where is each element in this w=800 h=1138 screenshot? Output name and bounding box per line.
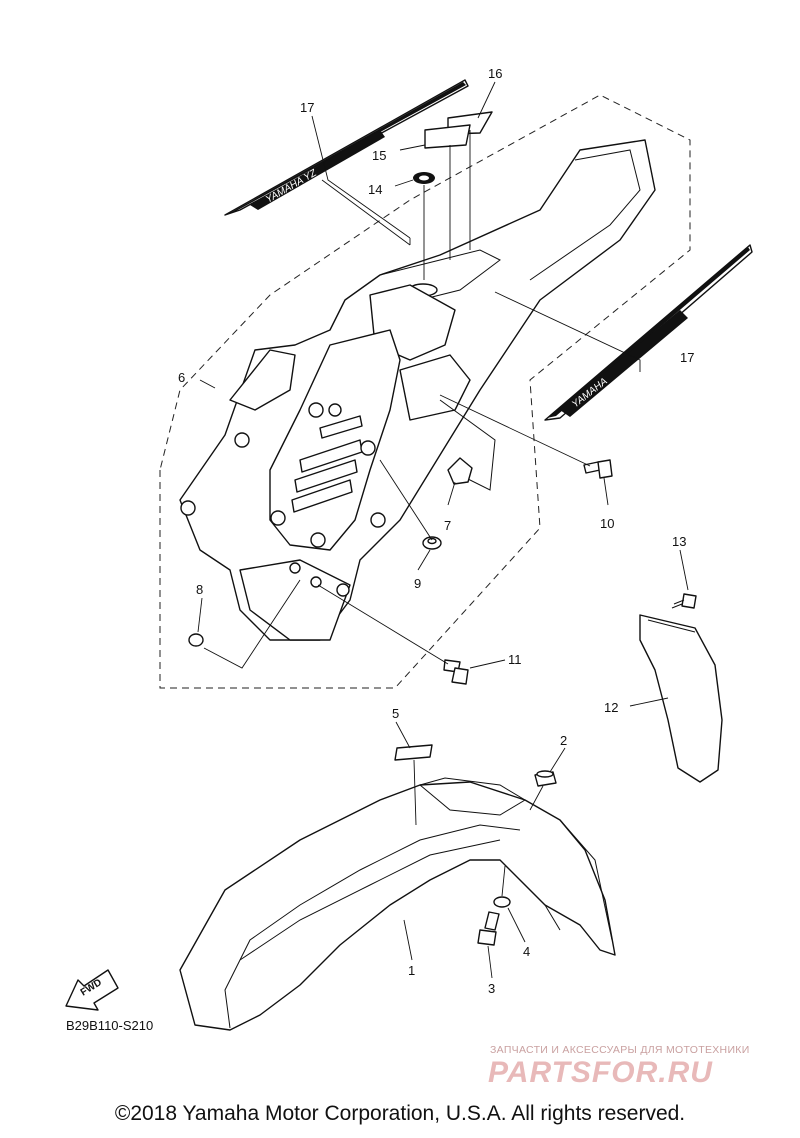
callout-labels: 1 2 3 4 5 6 7 8 9 10 11 12 13 14 15 16 1…: [178, 66, 694, 996]
front-fender: [179, 777, 616, 1031]
leader-lines: [197, 81, 689, 979]
callout-13: 13: [672, 534, 686, 549]
callout-5: 5: [392, 706, 399, 721]
collar-2: [534, 770, 557, 787]
callout-12: 12: [604, 700, 618, 715]
grommet-9: [422, 536, 442, 550]
callout-15: 15: [372, 148, 386, 163]
mud-flap-12: [639, 614, 723, 783]
bolt-10: [583, 459, 613, 479]
callout-14: 14: [368, 182, 382, 197]
copyright-notice: ©2018 Yamaha Motor Corporation, U.S.A. A…: [114, 1102, 686, 1125]
nut-7: [447, 457, 473, 485]
diagram-code: B29B110-S210: [66, 1018, 154, 1033]
callout-17-left: 17: [300, 100, 314, 115]
svg-text:YAMAHA YZ: YAMAHA YZ: [264, 167, 319, 205]
callout-16: 16: [488, 66, 502, 81]
bracket-plate: [439, 399, 496, 491]
callout-7: 7: [444, 518, 451, 533]
decal-5: [394, 744, 433, 761]
bolt-3: [477, 911, 500, 946]
callout-10: 10: [600, 516, 614, 531]
callout-4: 4: [523, 944, 530, 959]
callout-2: 2: [560, 733, 567, 748]
callout-3: 3: [488, 981, 495, 996]
fwd-arrow-icon: FWD: [65, 969, 119, 1011]
watermark-subtitle: ЗАПЧАСТИ И АКСЕССУАРЫ ДЛЯ МОТОТЕХНИКИ: [490, 1044, 750, 1056]
bolt-11: [443, 659, 469, 685]
rear-fender: [179, 139, 656, 641]
callout-8: 8: [196, 582, 203, 597]
screw-13: [671, 593, 697, 609]
callout-11: 11: [508, 652, 522, 667]
watermark-brand: PARTSFOR.RU: [488, 1056, 713, 1089]
callout-9: 9: [414, 576, 421, 591]
callout-1: 1: [408, 963, 415, 978]
callout-6: 6: [178, 370, 185, 385]
washer-8: [188, 633, 204, 647]
callout-17-right: 17: [680, 350, 694, 365]
emblem-14: [413, 172, 435, 184]
assembly-boundary: [159, 94, 691, 689]
decal-15: [424, 124, 471, 149]
washer-4: [493, 896, 511, 908]
